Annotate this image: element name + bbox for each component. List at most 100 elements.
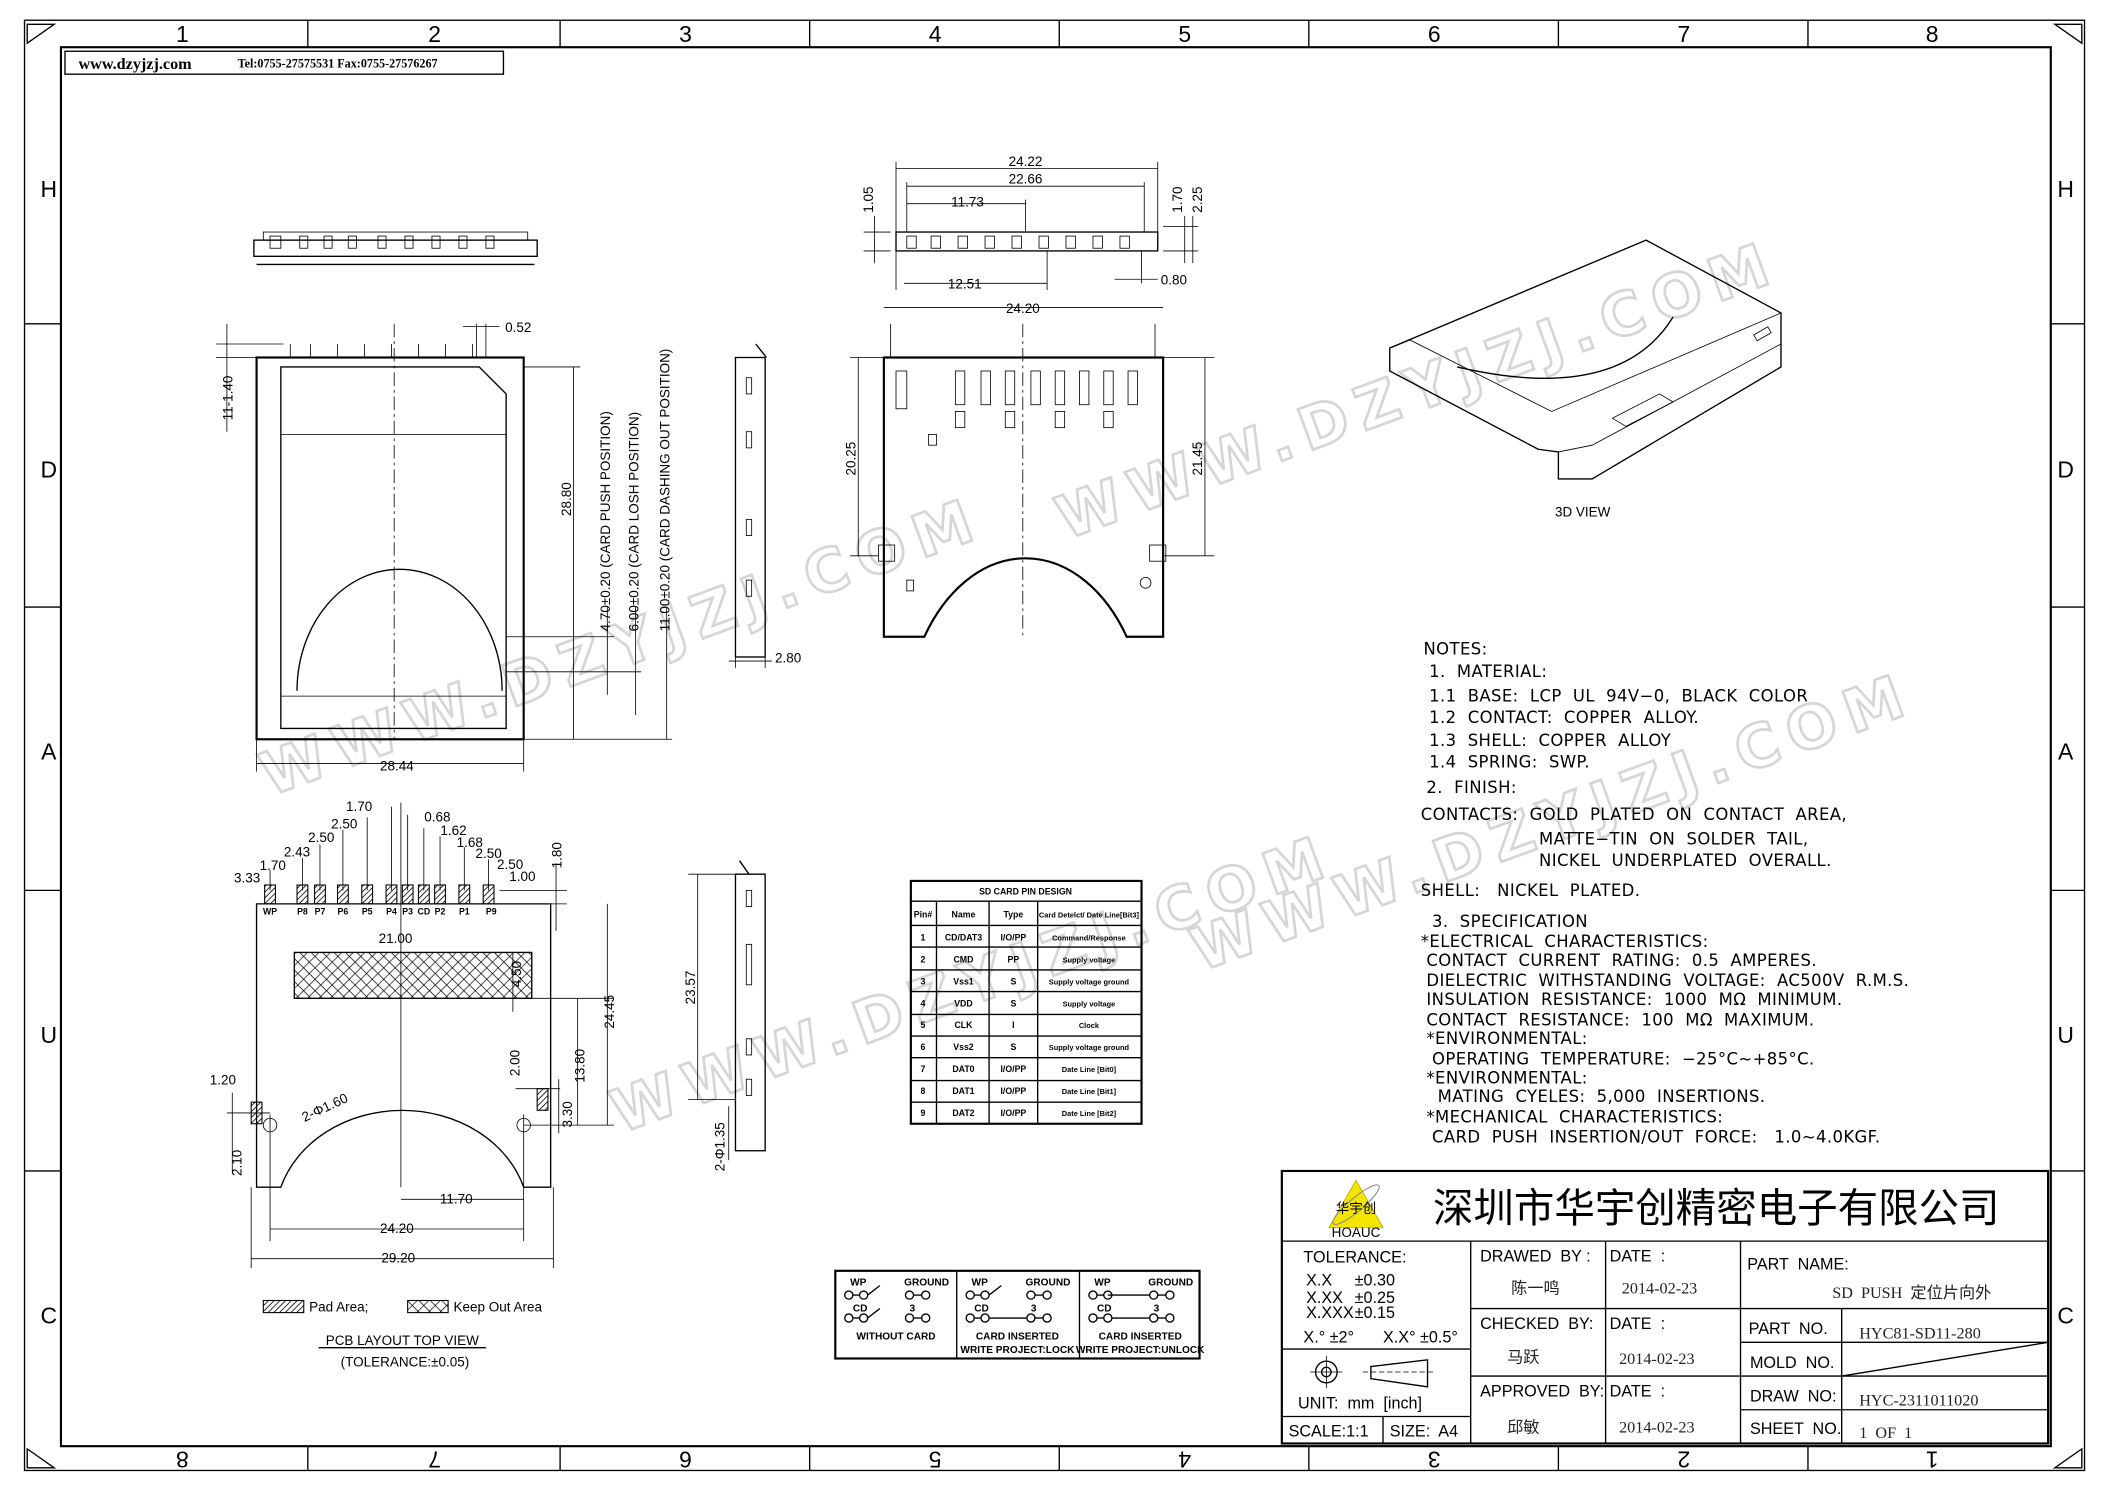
note-line: 1.3 SHELL: COPPER ALLOY bbox=[1423, 731, 1671, 750]
draw-no-label: DRAW NO: bbox=[1750, 1388, 1837, 1406]
pad-area-swatch bbox=[262, 1299, 305, 1314]
keep-out-swatch bbox=[407, 1299, 449, 1314]
dim-pitch: 1.62 bbox=[440, 823, 466, 838]
contact-terminal-icon bbox=[1026, 1313, 1036, 1323]
pin-label-p3: P3 bbox=[402, 907, 413, 917]
pin-table-cell: PP bbox=[1008, 954, 1020, 964]
pin-table-header: Name bbox=[952, 909, 976, 919]
pin-label-p2: P2 bbox=[435, 907, 446, 917]
dim-pitch: 2.50 bbox=[475, 846, 501, 861]
grid-row-u: U bbox=[41, 1022, 58, 1048]
dim-24-45: 24.45 bbox=[602, 995, 617, 1029]
pin-label-p6: P6 bbox=[338, 907, 349, 917]
pin-table-header: Type bbox=[1003, 909, 1023, 919]
dim-0-52: 0.52 bbox=[505, 320, 531, 335]
dim-28-44: 28.44 bbox=[380, 758, 414, 773]
approved-by: 邱敏 bbox=[1507, 1419, 1539, 1437]
pin-table-header: Card Detelct/ Date Line[Bit3] bbox=[1039, 910, 1140, 919]
side-view: 2.80 bbox=[728, 343, 801, 668]
note-line: MATING CYELES: 5,000 INSERTIONS. bbox=[1421, 1087, 1766, 1106]
ground-label: GROUND bbox=[1148, 1278, 1193, 1289]
drawing-frame: 1 2 3 4 5 6 7 8 8 7 6 5 4 3 2 1 H D A U … bbox=[23, 19, 2086, 1473]
dim-13-80: 13.80 bbox=[572, 1049, 587, 1083]
contact-terminal-icon bbox=[920, 1290, 931, 1300]
note-line: 1.2 CONTACT: COPPER ALLOY. bbox=[1423, 708, 1699, 727]
dim-28-80: 28.80 bbox=[559, 482, 574, 516]
dim-pitch: 1.00 bbox=[509, 869, 535, 884]
note-line: CONTACT RESISTANCE: 100 MΩ MAXIMUM. bbox=[1421, 1010, 1815, 1029]
pin-table-cell: Date Line [Bit0] bbox=[1062, 1065, 1117, 1074]
title-block: 华宇创 HOAUC 深圳市华宇创精密电子有限公司 TOLERANCE: X.X … bbox=[1280, 1169, 2050, 1445]
drawed-by: 陈一鸣 bbox=[1511, 1280, 1560, 1298]
cd-label: CD bbox=[974, 1303, 989, 1314]
pin-label-p7: P7 bbox=[315, 907, 326, 917]
approved-by-label: APPROVED BY: bbox=[1480, 1382, 1604, 1400]
contact-terminal-icon bbox=[1165, 1290, 1175, 1300]
dim-11-1-40: 11-1.40 bbox=[220, 376, 235, 421]
grid-col-7: 7 bbox=[1677, 21, 1690, 47]
contact-terminal-icon bbox=[1148, 1290, 1159, 1300]
angle-tolerance: X.X° ±0.5° bbox=[1383, 1328, 1458, 1346]
date-label: DATE : bbox=[1610, 1315, 1665, 1333]
pin-table-cell: 8 bbox=[921, 1086, 926, 1096]
note-line: NICKEL UNDERPLATED OVERALL. bbox=[1421, 851, 1832, 870]
pin-table-cell: Clock bbox=[1079, 1021, 1100, 1030]
pin-table-cell: I/O/PP bbox=[1000, 1108, 1026, 1118]
grid-col-bottom-7: 7 bbox=[428, 1447, 441, 1473]
contact-terminal-icon bbox=[844, 1313, 854, 1323]
angle-tolerance: X.° ±2° bbox=[1303, 1328, 1354, 1346]
dim-24-20: 24.20 bbox=[380, 1221, 414, 1236]
pin-table-cell: Date Line [Bit2] bbox=[1062, 1109, 1117, 1118]
grid-col-bottom-6: 6 bbox=[679, 1447, 692, 1473]
pin-table-cell: 2 bbox=[921, 954, 926, 964]
grid-col-4: 4 bbox=[929, 21, 942, 47]
switch-state-line2: WRITE PROJECT:UNLOCK bbox=[1076, 1345, 1205, 1356]
unit-label: UNIT: mm [inch] bbox=[1298, 1394, 1422, 1412]
pin-table-cell: DAT2 bbox=[952, 1108, 974, 1118]
grid-col-bottom-1: 1 bbox=[1926, 1447, 1939, 1473]
grid-col-8: 8 bbox=[1926, 21, 1939, 47]
3d-view: 3D VIEW bbox=[1389, 239, 1782, 520]
dim-4-50: 4.50 bbox=[509, 961, 524, 987]
note-line: 1. MATERIAL: bbox=[1423, 662, 1547, 681]
wp-label: WP bbox=[1094, 1278, 1111, 1289]
keep-out-area bbox=[293, 951, 533, 999]
pin-table-cell: Supply voltage ground bbox=[1049, 977, 1130, 986]
pin-label-wp: WP bbox=[263, 907, 277, 917]
pcb-tolerance: (TOLERANCE:±0.05) bbox=[341, 1355, 470, 1370]
note-line: NOTES: bbox=[1423, 639, 1487, 658]
part-name: SD PUSH 定位片向外 bbox=[1832, 1284, 1991, 1302]
contact-terminal-icon bbox=[1165, 1313, 1175, 1323]
contact-terminal-icon bbox=[980, 1313, 990, 1323]
pin-table-cell: Vss1 bbox=[953, 976, 974, 986]
wp-label: WP bbox=[850, 1278, 867, 1289]
pin-label-p4: P4 bbox=[386, 907, 397, 917]
pin-table-title: SD CARD PIN DESIGN bbox=[979, 886, 1072, 896]
note-line: 2. FINISH: bbox=[1421, 778, 1517, 797]
grid-row-u-right: U bbox=[2057, 1022, 2074, 1048]
dim-2-10: 2.10 bbox=[230, 1150, 245, 1176]
dim-21-00: 21.00 bbox=[379, 931, 413, 946]
note-line: *ELECTRICAL CHARACTERISTICS: bbox=[1421, 932, 1709, 951]
grid-row-d: D bbox=[41, 457, 58, 483]
dim-2-80: 2.80 bbox=[775, 650, 801, 665]
side-strip-view-center: 24.22 22.66 11.73 1.05 1.70 2.25 12.51 0… bbox=[861, 154, 1205, 316]
note-line: 1.1 BASE: LCP UL 94V−0, BLACK COLOR bbox=[1423, 687, 1808, 706]
grid-col-1: 1 bbox=[176, 21, 189, 47]
grid-row-a: A bbox=[41, 739, 57, 765]
note-line: CARD PUSH INSERTION/OUT FORCE: 1.0~4.0KG… bbox=[1421, 1128, 1881, 1147]
grid-row-h: H bbox=[41, 176, 58, 202]
draw-no: HYC-2311011020 bbox=[1859, 1393, 1978, 1410]
logo-text: HOAUC bbox=[1332, 1225, 1381, 1240]
grid-col-bottom-3: 3 bbox=[1428, 1447, 1441, 1473]
dim-0-80: 0.80 bbox=[1161, 273, 1187, 288]
dim-pitch: 2.50 bbox=[331, 816, 357, 831]
pin-3-label: 3 bbox=[1154, 1303, 1160, 1314]
pin-table-cell: 6 bbox=[921, 1042, 926, 1052]
contact-terminal-icon bbox=[1088, 1313, 1098, 1323]
grid-row-c-right: C bbox=[2057, 1302, 2074, 1328]
dim-1-05: 1.05 bbox=[861, 187, 876, 213]
checked-by-label: CHECKED BY: bbox=[1480, 1315, 1593, 1333]
website-link[interactable]: www.dzyjzj.com bbox=[78, 56, 192, 73]
grid-row-c: C bbox=[41, 1302, 58, 1328]
